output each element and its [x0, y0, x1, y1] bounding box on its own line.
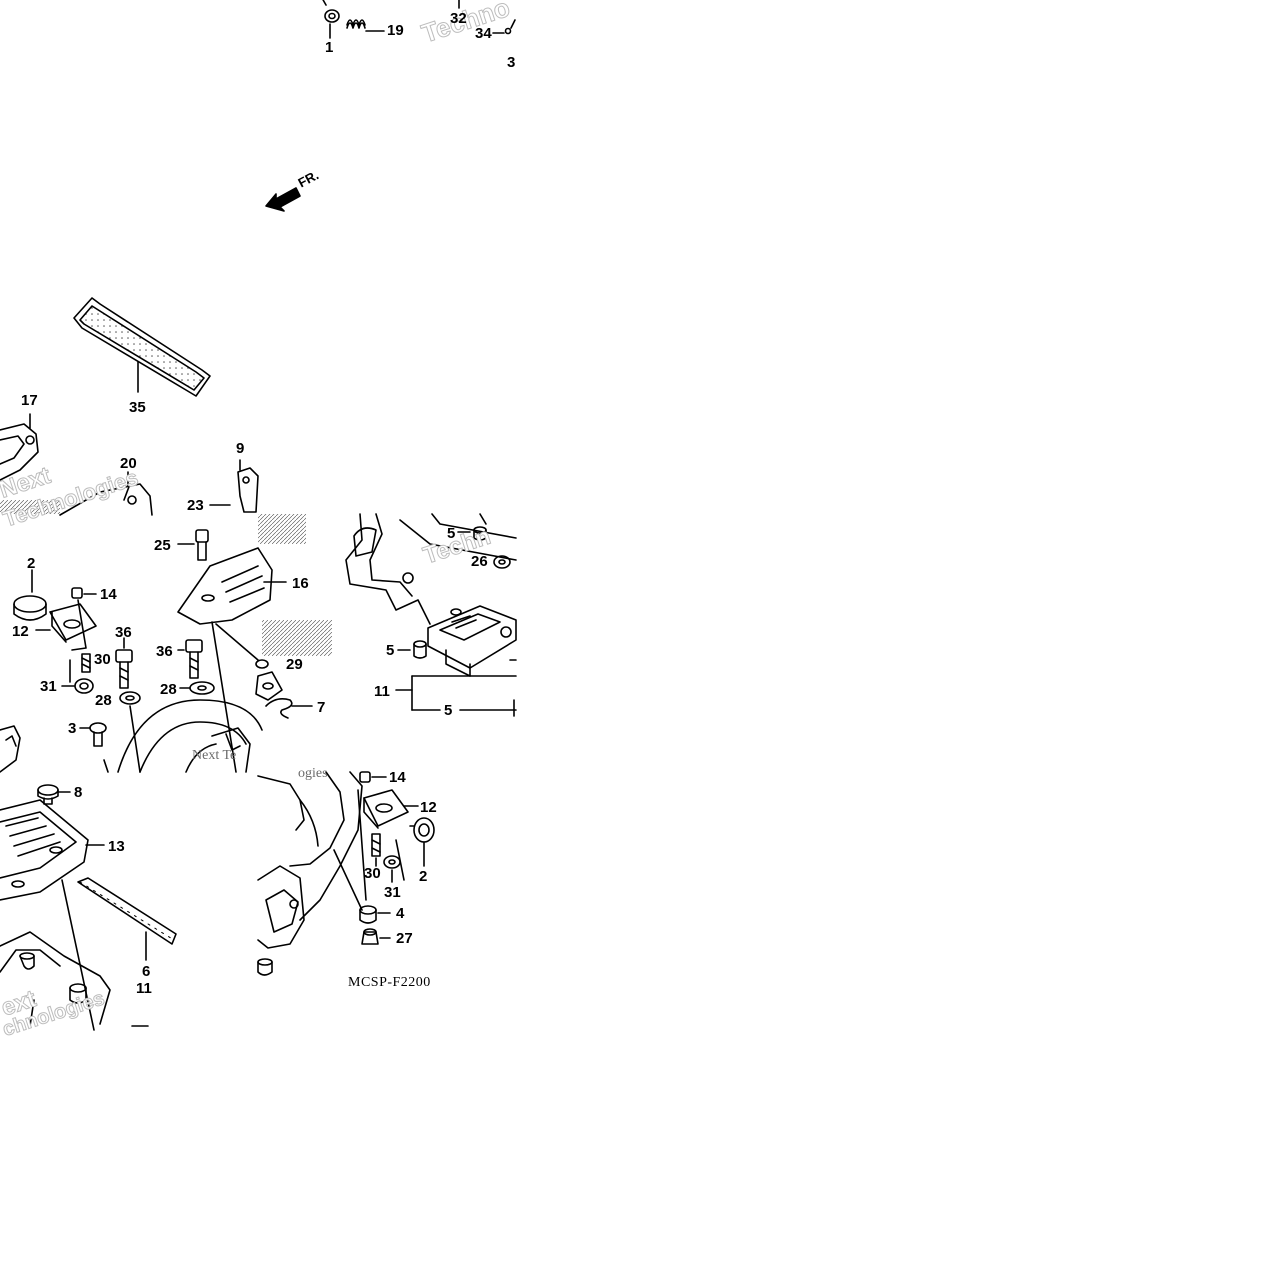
collar-14-left — [71, 587, 83, 599]
callout-36-b: 36 — [156, 643, 173, 660]
callout-11-bottom: 11 — [136, 980, 152, 997]
carrier-bracket-17 — [0, 423, 39, 481]
nut-31-right — [383, 855, 401, 869]
callout-32: 32 — [450, 10, 467, 27]
callout-23: 23 — [187, 497, 204, 514]
callout-31-right: 31 — [384, 884, 401, 901]
carrier-center-block — [211, 727, 251, 773]
callout-30-left: 30 — [94, 651, 111, 668]
top-plate-16 — [177, 547, 273, 625]
latch-part-9 — [237, 459, 259, 513]
callout-1: 1 — [325, 39, 334, 56]
callout-29: 29 — [286, 656, 303, 673]
carrier-frame-tube — [117, 699, 263, 773]
clip-7 — [265, 698, 293, 719]
callout-5-b: 5 — [386, 642, 395, 659]
spring-part-19 — [346, 19, 366, 29]
callout-27: 27 — [396, 930, 413, 947]
collar-4 — [359, 905, 377, 924]
mount-plate-center — [255, 671, 283, 701]
rubber-pad-6 — [77, 877, 177, 945]
callout-28-b: 28 — [160, 681, 177, 698]
bolt-36-left — [115, 649, 133, 689]
callout-19: 19 — [387, 22, 404, 39]
callout-31-left: 31 — [40, 678, 57, 695]
nut-26 — [493, 555, 511, 569]
callout-34: 34 — [475, 25, 492, 42]
callout-16: 16 — [292, 575, 309, 592]
callout-11-mid: 11 — [374, 683, 390, 700]
callout-30-right: 30 — [364, 865, 381, 882]
diagram-tile-top — [258, 0, 516, 70]
bolt-30-right — [371, 833, 381, 857]
callout-12-right: 12 — [420, 799, 437, 816]
nut-part-1 — [322, 0, 340, 23]
bolt-3 — [89, 722, 107, 747]
washer-28-mid — [189, 681, 215, 695]
bolt-25 — [195, 529, 209, 561]
washer-28-left — [119, 691, 141, 705]
callout-13: 13 — [108, 838, 125, 855]
callout-28-a: 28 — [95, 692, 112, 709]
callout-bracket-11 — [395, 675, 517, 717]
callout-25: 25 — [154, 537, 171, 554]
bracket-part-20 — [59, 483, 153, 516]
nut-27 — [361, 928, 379, 945]
cap-bolt-8 — [37, 784, 59, 805]
carrier-frame-right — [345, 513, 517, 625]
callout-6: 6 — [142, 963, 151, 980]
damper-cap-2-right — [409, 817, 435, 843]
callout-7: 7 — [317, 699, 326, 716]
callout-36-a: 36 — [115, 624, 132, 641]
watermark: ogies — [298, 766, 328, 781]
callout-3-mid: 3 — [68, 720, 77, 737]
bolt-36-mid — [185, 639, 203, 679]
collar-14-right — [359, 771, 371, 783]
callout-8: 8 — [74, 784, 83, 801]
callout-3-top: 3 — [507, 54, 516, 71]
callout-2-right: 2 — [419, 868, 428, 885]
callout-14-right: 14 — [389, 769, 406, 786]
watermark: Next Te — [192, 748, 237, 763]
collar-5-b — [413, 640, 427, 659]
damper-cap-2 — [13, 595, 47, 621]
carrier-wing-left-fragment — [0, 725, 21, 773]
bolt-30-left — [81, 653, 91, 673]
callout-2-left: 2 — [27, 555, 36, 572]
nut-31-left — [74, 678, 94, 694]
carrier-base-bottom-left — [0, 931, 111, 1025]
callout-5-c: 5 — [444, 702, 453, 719]
callout-5-a: 5 — [447, 525, 456, 542]
collar-5-a — [473, 526, 487, 541]
washer-29 — [255, 659, 269, 669]
rubber-strap-35 — [73, 297, 211, 397]
top-plate-13 — [0, 799, 89, 901]
callout-9: 9 — [236, 440, 245, 457]
callout-14-left: 14 — [100, 586, 117, 603]
callout-12-left: 12 — [12, 623, 29, 640]
callout-26: 26 — [471, 553, 488, 570]
callout-20: 20 — [120, 455, 137, 472]
callout-35: 35 — [129, 399, 146, 416]
callout-4: 4 — [396, 905, 405, 922]
front-direction-arrow — [265, 187, 301, 212]
carrier-frame-bottom-right — [257, 771, 363, 949]
rubber-foot — [257, 958, 273, 976]
diagram-part-code: MCSP-F2200 — [348, 975, 431, 990]
bracket-plate-12-right — [363, 789, 409, 829]
callout-17: 17 — [21, 392, 38, 409]
mount-block-right — [427, 605, 517, 677]
bracket-plate-12-left — [49, 603, 97, 643]
